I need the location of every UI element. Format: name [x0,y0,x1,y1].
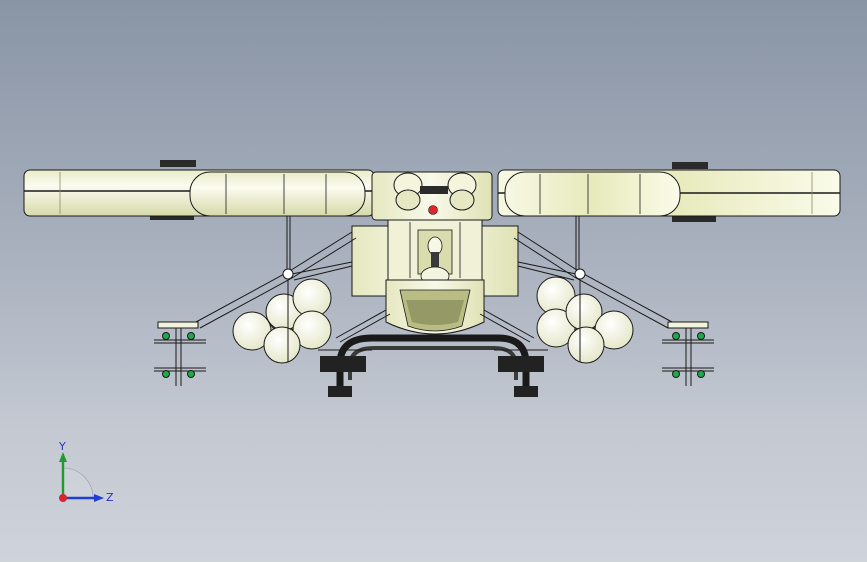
central-fuselage[interactable] [351,171,519,335]
left-skid-block [320,356,366,372]
left-canister-cluster[interactable] [232,278,332,364]
left-rotor-clip-top [160,160,196,167]
z-axis-label: Z [106,491,114,504]
right-rotor-clip-top [672,162,708,169]
right-outer-leg [662,321,714,386]
right-canister-cluster[interactable] [536,276,634,364]
orientation-triad[interactable]: Y Z [44,438,124,518]
right-rotor-clip-bottom [672,214,716,222]
right-motor-nacelle [504,171,681,217]
left-strut-frame [195,231,391,343]
right-rotor-assembly[interactable] [497,162,841,270]
right-strut-frame [479,231,673,343]
left-rotor-assembly[interactable] [23,160,375,270]
y-axis-arrow-icon [59,452,67,462]
x-axis-dot [59,494,67,502]
left-outer-leg [154,321,206,386]
y-axis-label: Y [58,440,66,453]
left-foot [328,386,352,397]
right-foot [514,386,538,397]
right-skid-block [498,356,544,372]
z-axis-arrow-icon [94,494,104,502]
landing-gear[interactable] [318,334,548,397]
status-indicator-red [428,205,438,215]
left-motor-nacelle [189,171,366,217]
triad-plane-indicator [62,467,94,499]
